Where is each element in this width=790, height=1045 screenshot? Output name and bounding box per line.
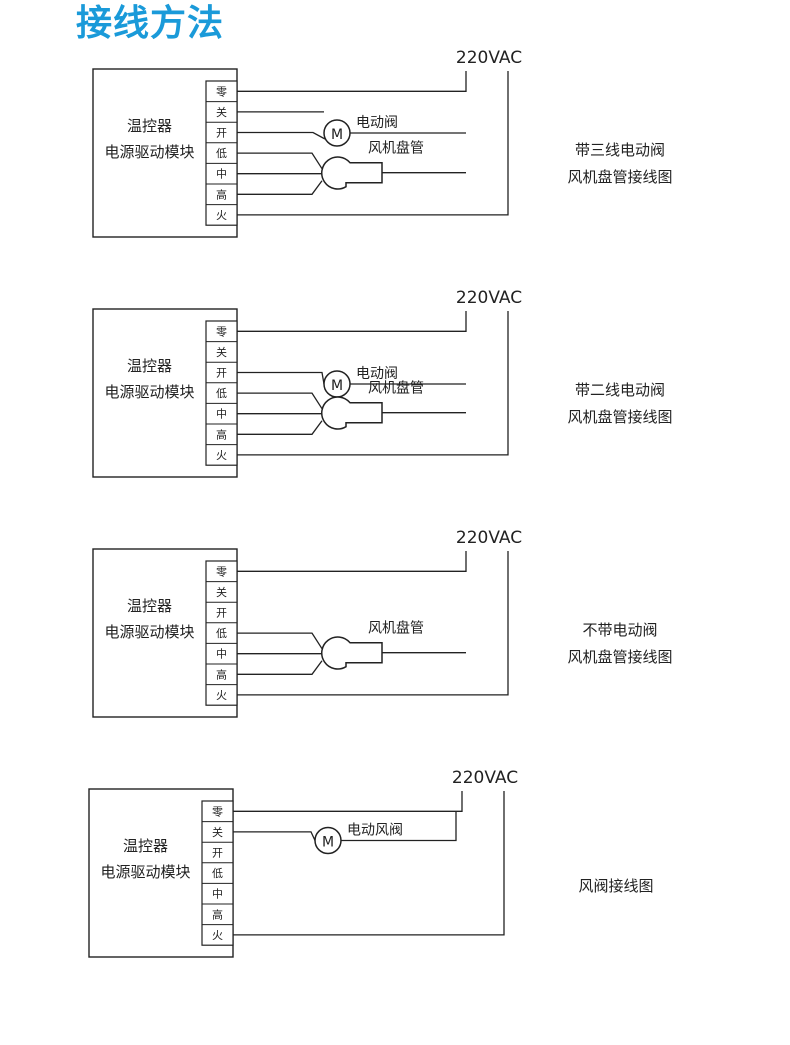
terminal-label: 关 [216, 105, 227, 119]
wiring-diagram-4: 零关开低中高火 温控器电源驱动模块 220VAC M 电动风阀风阀接线图 [0, 765, 790, 1010]
valve-wire-neutral [341, 811, 457, 842]
terminal-label: 中 [216, 168, 227, 181]
motor-icon [323, 119, 351, 147]
diagram-caption: 风阀接线图 [578, 877, 653, 895]
module-title: 温控器 [127, 357, 172, 375]
voltage-label: 220VAC [456, 288, 522, 308]
module-title: 温控器 [127, 597, 172, 615]
terminal-label: 零 [216, 565, 227, 578]
neutral-bus [233, 791, 463, 812]
diagram-caption-line2: 风机盘管接线图 [567, 168, 672, 186]
neutral-bus [237, 71, 467, 92]
live-bus [237, 71, 509, 216]
terminal-label: 高 [216, 187, 227, 201]
valve-wire-open [233, 831, 316, 841]
fan-wire-low [237, 392, 323, 410]
fan-wire-low [237, 152, 323, 170]
terminal-label: 零 [212, 805, 223, 818]
terminal-label: 零 [216, 325, 227, 338]
neutral-bus [237, 551, 467, 572]
terminal-strip [201, 800, 234, 946]
motor-icon [314, 826, 342, 855]
neutral-bus [237, 311, 467, 332]
terminal-label: 低 [216, 387, 227, 400]
module-subtitle: 电源驱动模块 [104, 623, 194, 641]
valve-wire-open [237, 371, 325, 385]
diagram-caption: 带三线电动阀 [575, 141, 665, 159]
live-bus [233, 791, 505, 936]
fan-wire-low [237, 632, 323, 650]
terminal-label: 中 [216, 408, 227, 421]
terminal-strip [205, 320, 238, 466]
fan-coil-icon [321, 636, 383, 670]
terminal-label: 高 [212, 907, 223, 921]
terminal-label: 高 [216, 667, 227, 681]
terminal-strip [205, 560, 238, 706]
valve-label: 电动风阀 [347, 823, 403, 839]
terminal-label: 中 [216, 648, 227, 661]
diagram-caption-line2: 风机盘管接线图 [567, 648, 672, 666]
fan-coil-label: 风机盘管 [368, 380, 424, 397]
valve-wire-open [237, 131, 326, 140]
terminal-label: 高 [216, 427, 227, 441]
motor-symbol: M [322, 835, 334, 851]
voltage-label: 220VAC [452, 768, 518, 788]
terminal-label: 中 [212, 888, 223, 901]
terminal-label: 开 [216, 607, 227, 620]
live-bus [237, 551, 509, 696]
module-subtitle: 电源驱动模块 [104, 143, 194, 161]
terminal-label: 火 [216, 689, 227, 702]
fan-wire-high [237, 420, 323, 435]
fan-coil-label: 风机盘管 [368, 620, 424, 637]
terminal-strip [205, 80, 238, 226]
live-bus [237, 311, 509, 456]
terminal-label: 零 [216, 85, 227, 98]
module-subtitle: 电源驱动模块 [100, 863, 190, 881]
terminal-label: 火 [216, 209, 227, 222]
module-title: 温控器 [123, 837, 168, 855]
terminal-label: 低 [216, 627, 227, 640]
module-subtitle: 电源驱动模块 [104, 383, 194, 401]
diagram-caption: 不带电动阀 [582, 621, 657, 639]
terminal-label: 关 [216, 345, 227, 359]
terminal-label: 开 [216, 127, 227, 140]
terminal-label: 关 [216, 585, 227, 599]
terminal-label: 低 [212, 867, 223, 880]
diagram-caption-line2: 风机盘管接线图 [567, 408, 672, 426]
terminal-label: 低 [216, 147, 227, 160]
terminal-label: 火 [212, 929, 223, 942]
fan-coil-icon [321, 396, 383, 430]
motor-symbol: M [331, 378, 343, 394]
terminal-label: 火 [216, 449, 227, 462]
module-title: 温控器 [127, 117, 172, 135]
valve-label: 电动阀 [356, 115, 398, 131]
wiring-diagram-1: 零关开低中高火 温控器电源驱动模块 220VAC M 电动阀风机盘管 带三线电动阀风机盘管… [0, 45, 790, 290]
wiring-diagram-2: 零关开低中高火 温控器电源驱动模块 220VAC M 电动阀风机盘管 带二线电动阀风机盘管… [0, 285, 790, 530]
valve-label: 电动阀 [356, 366, 398, 382]
motor-symbol: M [331, 127, 343, 143]
terminal-label: 关 [212, 825, 223, 839]
voltage-label: 220VAC [456, 528, 522, 548]
diagram-caption: 带二线电动阀 [575, 381, 665, 399]
terminal-label: 开 [216, 367, 227, 380]
voltage-label: 220VAC [456, 48, 522, 68]
terminal-label: 开 [212, 847, 223, 860]
fan-wire-high [237, 660, 323, 675]
wiring-diagram-3: 零关开低中高火 温控器电源驱动模块 220VAC 风机盘管 不带电动阀风机盘管接线图 [0, 525, 790, 770]
fan-coil-label: 风机盘管 [368, 140, 424, 157]
fan-wire-high [237, 180, 323, 195]
fan-coil-icon [321, 156, 383, 190]
page-title: 接线方法 [76, 3, 225, 44]
